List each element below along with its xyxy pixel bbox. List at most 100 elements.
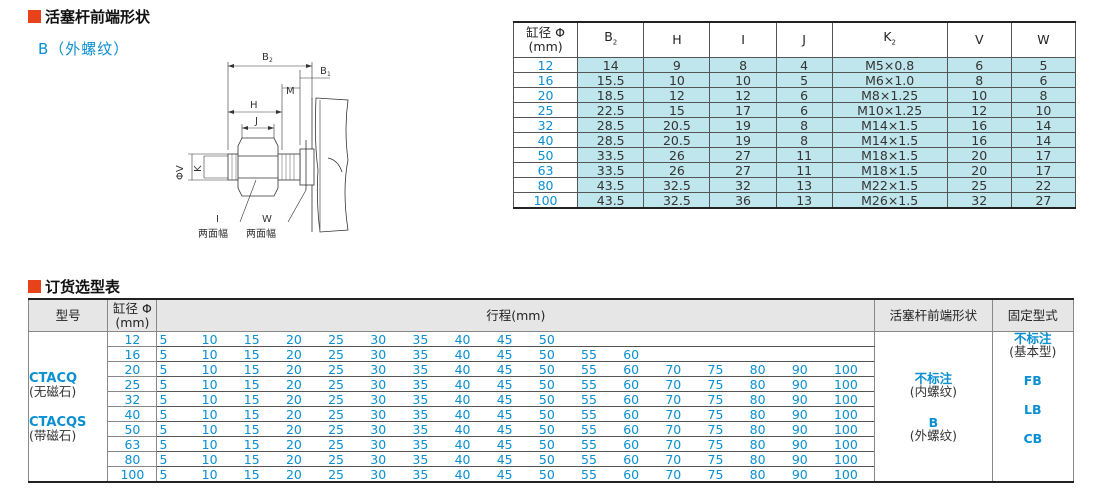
model-cell: CTACQ(无磁石)CTACQS(带磁石) — [27, 331, 109, 483]
stroke-cell: 80 — [747, 436, 790, 452]
stroke-cell: 55 — [579, 406, 622, 422]
stroke-cell: 75 — [705, 451, 748, 467]
dim-cell: 43.5 — [577, 192, 645, 209]
dim-cell: 36 — [709, 192, 777, 209]
stroke-cell: 45 — [494, 331, 537, 347]
stroke-cell: 100 — [831, 391, 875, 407]
stroke-cell — [789, 346, 832, 362]
stroke-cell: 25 — [326, 406, 369, 422]
stroke-cell — [747, 346, 790, 362]
stroke-cell: 90 — [789, 376, 832, 392]
bore-cell: 25 — [107, 376, 158, 392]
stroke-cell: 80 — [747, 466, 790, 483]
stroke-cell: 10 — [199, 421, 242, 437]
dim-cell: 27 — [709, 162, 777, 178]
stroke-cell: 15 — [241, 406, 284, 422]
stroke-cell: 20 — [283, 346, 327, 362]
stroke-cell: 35 — [410, 406, 453, 422]
stroke-cell: 15 — [241, 466, 284, 483]
header-w: W — [1010, 21, 1077, 58]
header-model: 型号 — [27, 298, 109, 332]
model-sub: (带磁石) — [29, 427, 77, 443]
stroke-cell: 35 — [410, 346, 453, 362]
stroke-cell: 25 — [326, 361, 369, 377]
dim-cell: 6 — [1010, 72, 1077, 88]
stroke-cell: 70 — [663, 406, 706, 422]
dim-cell: 26 — [643, 147, 711, 163]
dim-cell: 20.5 — [643, 117, 711, 133]
stroke-cell — [705, 331, 748, 347]
stroke-cell — [621, 331, 664, 347]
header-v: V — [946, 21, 1012, 58]
stroke-cell: 10 — [199, 361, 242, 377]
stroke-cell — [789, 331, 832, 347]
dim-cell: 5 — [1010, 57, 1077, 73]
stroke-cell: 60 — [621, 391, 664, 407]
header-b2: B2 — [577, 21, 645, 58]
dim-cell: 43.5 — [577, 177, 645, 193]
dim-cell: 33.5 — [577, 147, 645, 163]
stroke-cell: 20 — [283, 421, 327, 437]
stroke-cell: 5 — [156, 346, 200, 362]
label-j: J — [254, 116, 258, 127]
rod-end-diagram: B 2 B 1 M H J ΦV K I W 两面幅 两面幅 — [175, 52, 349, 240]
stroke-cell: 75 — [705, 361, 748, 377]
stroke-cell: 45 — [494, 361, 537, 377]
stroke-cell: 45 — [494, 466, 537, 483]
stroke-cell: 20 — [283, 361, 327, 377]
stroke-cell: 20 — [283, 331, 327, 347]
stroke-cell: 45 — [494, 451, 537, 467]
dim-cell: 8 — [775, 132, 833, 148]
dim-cell: M14×1.5 — [831, 132, 948, 148]
stroke-cell: 40 — [452, 466, 495, 483]
option-b: B — [928, 414, 939, 430]
stroke-cell: 60 — [621, 376, 664, 392]
model-sub: (无磁石) — [29, 383, 77, 399]
stroke-cell: 80 — [747, 406, 790, 422]
dim-cell: 8 — [775, 117, 833, 133]
label-h: H — [250, 100, 258, 111]
stroke-cell: 30 — [368, 466, 411, 483]
dim-cell: 10 — [643, 72, 711, 88]
square-bullet-icon — [28, 280, 41, 293]
dim-cell: 4 — [775, 57, 833, 73]
order-header-row: 型号 缸径 Φ(mm) 行程(mm) 活塞杆前端形状 固定型式 — [27, 298, 1075, 332]
dim-cell: 12 — [709, 87, 777, 103]
stroke-cell: 30 — [368, 406, 411, 422]
dim-cell: 6 — [946, 57, 1012, 73]
label-b1: B — [320, 66, 327, 77]
stroke-cell: 100 — [831, 421, 875, 437]
section-title-order: 订货选型表 — [28, 276, 120, 297]
stroke-cell: 50 — [536, 376, 580, 392]
stroke-cell: 15 — [241, 346, 284, 362]
label-w: W — [262, 214, 272, 225]
stroke-cell: 35 — [410, 391, 453, 407]
dim-cell: 16 — [946, 132, 1012, 148]
stroke-cell: 15 — [241, 331, 284, 347]
dim-cell: 10 — [1010, 102, 1077, 118]
bore-cell: 20 — [107, 361, 158, 377]
model-name: CTACQ — [29, 370, 78, 386]
stroke-cell — [747, 331, 790, 347]
stroke-cell: 15 — [241, 391, 284, 407]
stroke-cell: 40 — [452, 391, 495, 407]
stroke-cell: 80 — [747, 376, 790, 392]
stroke-cell: 50 — [536, 436, 580, 452]
dim-cell: 28.5 — [577, 117, 645, 133]
stroke-cell: 15 — [241, 361, 284, 377]
header-h: H — [643, 21, 711, 58]
dim-cell: 13 — [775, 192, 833, 209]
dim-cell: M22×1.5 — [831, 177, 948, 193]
dim-cell: 22.5 — [577, 102, 645, 118]
stroke-cell: 25 — [326, 376, 369, 392]
variant-subtitle: B（外螺纹） — [38, 40, 130, 58]
stroke-cell: 50 — [536, 451, 580, 467]
